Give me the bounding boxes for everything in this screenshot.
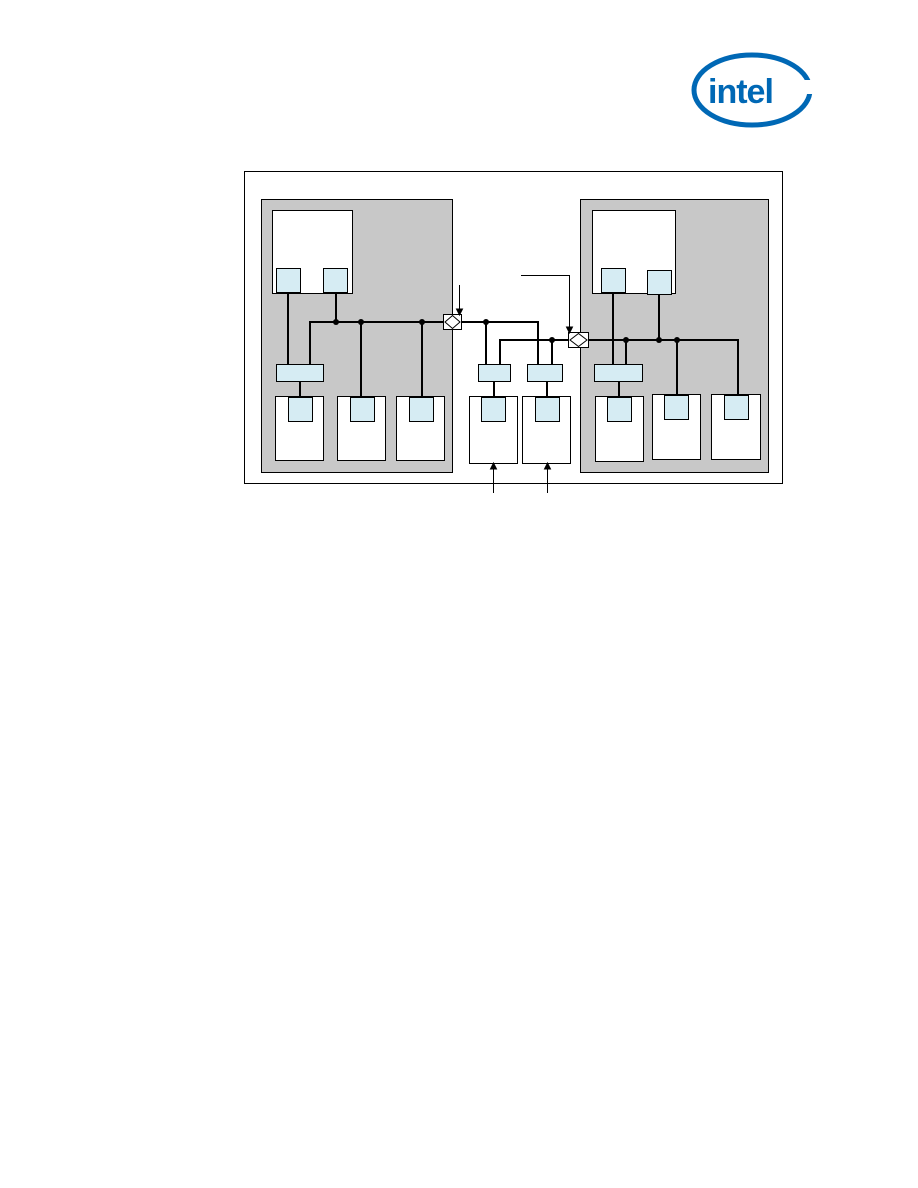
middle-switch-2: [527, 364, 563, 382]
left-switch: [276, 364, 324, 382]
right-host-port-2: [647, 270, 672, 295]
right-device-3-port: [724, 395, 749, 420]
intel-logo: intel: [691, 52, 816, 128]
left-device-2-port: [350, 397, 375, 422]
left-host-port-1: [276, 268, 301, 293]
right-switch: [594, 364, 643, 382]
left-device-3-port: [409, 397, 434, 422]
junction-dots: [333, 319, 680, 343]
middle-switch-1: [478, 364, 511, 382]
middle-device-1-port: [481, 397, 506, 422]
right-host-port-1: [601, 268, 626, 293]
middle-device-2-port: [535, 397, 560, 422]
logo-text: intel: [708, 73, 773, 111]
right-device-1-port: [607, 397, 632, 422]
bridge-diamond-icon: [568, 332, 589, 348]
arrow-icon: [489, 461, 498, 493]
arrow-icon: [521, 275, 574, 335]
arrow-icon: [455, 285, 464, 317]
bus-lines: [287, 293, 739, 397]
left-host-port-2: [323, 268, 348, 293]
bridge-diamond-icon: [443, 314, 462, 330]
right-device-2-port: [664, 395, 689, 420]
arrow-icon: [543, 461, 552, 493]
left-device-1-port: [288, 397, 313, 422]
